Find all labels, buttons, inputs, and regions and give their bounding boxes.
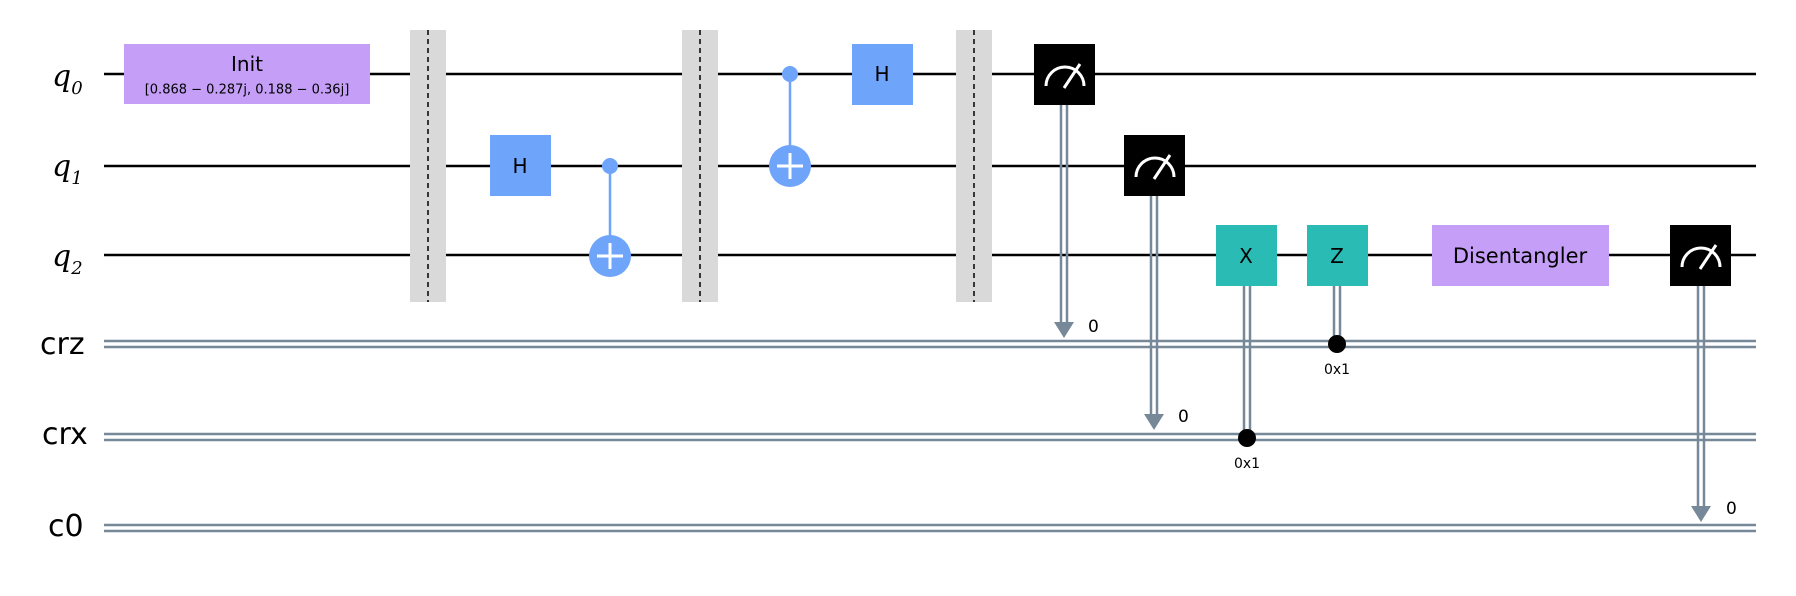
measure-arrow-icon: [1691, 506, 1711, 522]
condition-label: 0x1: [1324, 362, 1350, 378]
cnot-control-dot: [782, 66, 798, 82]
measure-q2: 0: [1670, 225, 1737, 522]
barriers: [410, 30, 992, 302]
condition-label: 0x1: [1234, 456, 1260, 472]
measure-bit-label: 0: [1178, 407, 1189, 427]
wire-label-crx: crx: [42, 417, 88, 452]
meter-icon: [1044, 65, 1086, 87]
h-gate-q0-label: H: [874, 62, 889, 86]
init-gate-params: [0.868 − 0.287j, 0.188 − 0.36j]: [145, 83, 350, 98]
condition-dot: [1328, 335, 1346, 353]
measure-bit-label: 0: [1726, 499, 1737, 519]
x-gate-q2: X 0x1: [1216, 225, 1277, 472]
barrier-3: [956, 30, 992, 302]
measure-bit-label: 0: [1088, 317, 1099, 337]
wire-label-crz: crz: [40, 327, 85, 362]
h-gate-q1-label: H: [512, 154, 527, 178]
barrier-2: [682, 30, 718, 302]
measure-arrow-icon: [1054, 322, 1074, 338]
barrier-1: [410, 30, 446, 302]
cnot-q1-q2: [589, 158, 631, 277]
h-gate-q0: H: [852, 44, 913, 105]
x-gate-label: X: [1239, 244, 1253, 268]
wire-label-q0: q0: [52, 59, 83, 99]
classical-wires: [104, 339, 1756, 533]
measure-q1: 0: [1124, 135, 1189, 430]
wire-labels: q0 q1 q2 crz crx c0: [40, 59, 88, 544]
z-gate-q2: Z 0x1: [1307, 225, 1368, 378]
measure-q0: 0: [1034, 44, 1099, 338]
z-gate-label: Z: [1330, 244, 1344, 268]
disentangler-gate: Disentangler: [1432, 225, 1609, 286]
measure-arrow-icon: [1144, 414, 1164, 430]
meter-icon: [1680, 246, 1722, 268]
init-gate-label: Init: [231, 52, 263, 76]
condition-dot: [1238, 429, 1256, 447]
cnot-control-dot: [602, 158, 618, 174]
disentangler-label: Disentangler: [1453, 244, 1588, 268]
wire-label-q2: q2: [52, 239, 83, 279]
wire-label-q1: q1: [52, 149, 83, 189]
cnot-q0-q1: [769, 66, 811, 187]
init-gate: Init [0.868 − 0.287j, 0.188 − 0.36j]: [124, 44, 370, 104]
h-gate-q1: H: [490, 135, 551, 196]
meter-icon: [1134, 156, 1176, 178]
wire-label-c0: c0: [48, 509, 84, 544]
